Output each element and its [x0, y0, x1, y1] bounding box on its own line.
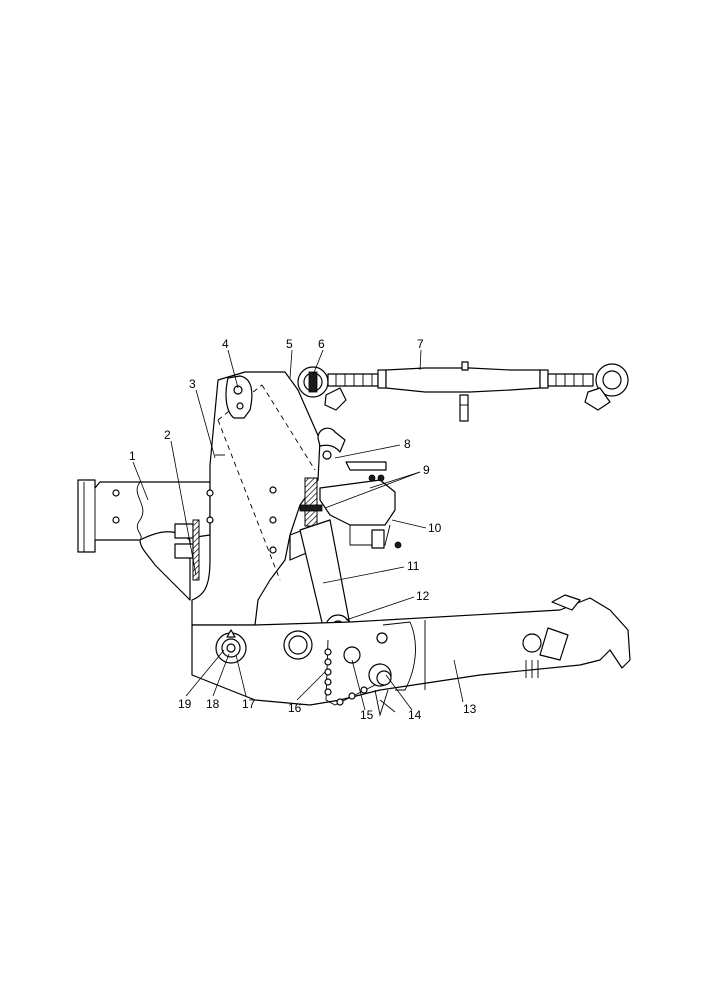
- callout-2: 2: [164, 428, 171, 442]
- callout-12: 12: [416, 589, 430, 603]
- side-bracket: [139, 519, 200, 601]
- callout-9: 9: [423, 463, 430, 477]
- pivot-boss: [215, 629, 313, 664]
- callout-10: 10: [428, 521, 442, 535]
- chain: [324, 639, 376, 706]
- leader-lines: [132, 349, 464, 711]
- callout-5: 5: [286, 337, 293, 351]
- callout-11: 11: [407, 559, 420, 573]
- callout-4: 4: [222, 337, 229, 351]
- callout-18: 18: [206, 697, 220, 711]
- callout-19: 19: [178, 697, 192, 711]
- callout-16: 16: [288, 701, 302, 715]
- callout-1: 1: [129, 449, 136, 463]
- callout-13: 13: [463, 702, 477, 716]
- callout-labels: 1 2 3 4 5 6 7 8 9 10 11 12 13 14 15 16 1…: [129, 337, 477, 722]
- top-link: [297, 361, 629, 422]
- callout-3: 3: [189, 377, 196, 391]
- callout-15: 15: [360, 708, 374, 722]
- cap-and-pin: [343, 646, 396, 717]
- lower-arm: [191, 594, 631, 706]
- hitch-assembly: [289, 427, 402, 561]
- callout-8: 8: [404, 437, 411, 451]
- callout-7: 7: [417, 337, 424, 351]
- main-housing: [191, 371, 321, 626]
- callout-6: 6: [318, 337, 325, 351]
- callout-14: 14: [408, 708, 422, 722]
- callout-17: 17: [242, 697, 256, 711]
